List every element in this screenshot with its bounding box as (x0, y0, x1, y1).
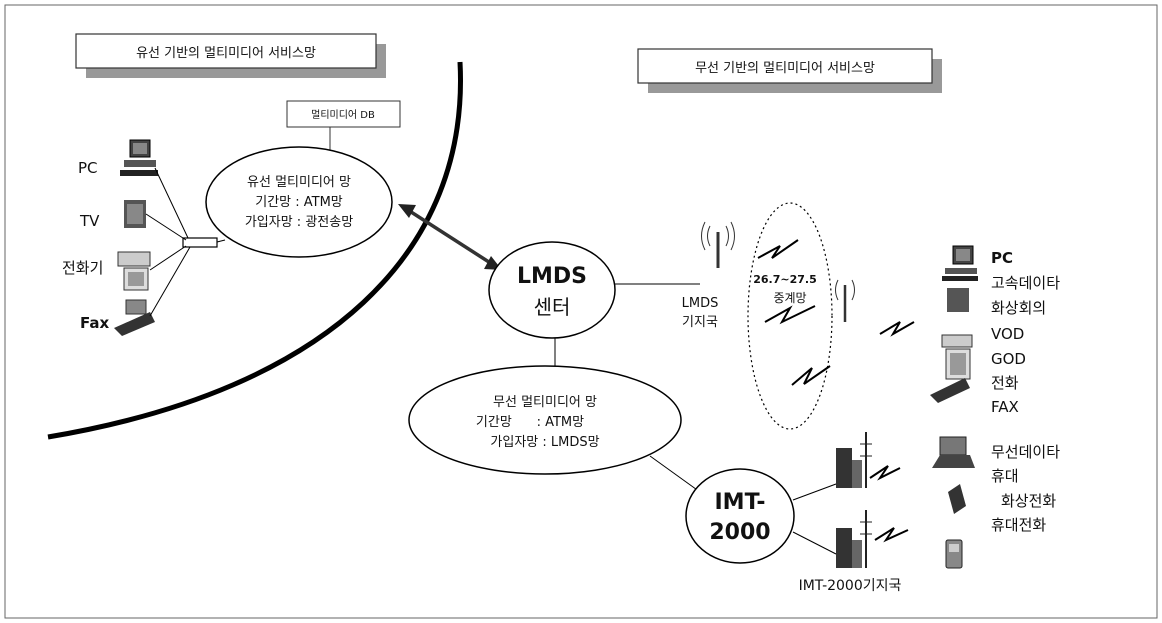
multimedia-db-label: 멀티미디어 DB (311, 108, 375, 121)
wired-device-links (145, 167, 226, 317)
wired-device-telephone: 전화기 (62, 259, 103, 277)
imt-to-tower2-link (792, 531, 837, 555)
pc-icon (120, 139, 158, 176)
cellphone-icon (945, 539, 963, 569)
right-pc-icon (942, 245, 978, 281)
lmds-base-line1: LMDS (682, 296, 719, 311)
wired-network-line1: 유선 멀티미디어 망 (247, 175, 351, 190)
service-pc: PC (991, 249, 1013, 267)
wired-network-line3: 가입자망 : 광전송망 (245, 215, 353, 230)
wireless-to-imt-link (649, 455, 701, 493)
bidirectional-arrow (398, 204, 502, 270)
diagram-frame (4, 4, 1158, 619)
wireless-network-ellipse (408, 365, 682, 475)
relay-zone-ellipse (747, 202, 833, 430)
wireless-title: 무선 기반의 멀티미디어 서비스망 (695, 61, 875, 76)
fax-icon (114, 299, 155, 336)
mobile-service-cellphone: 휴대전화 (991, 516, 1046, 534)
service-god: GOD (991, 350, 1026, 368)
imt-base-station-label: IMT-2000기지국 (799, 578, 902, 594)
relay-antenna-icon (835, 279, 855, 322)
service-phone: 전화 (991, 374, 1019, 392)
right-fax-icon (930, 378, 970, 403)
wired-network-line2: 기간망 : ATM망 (255, 195, 343, 210)
mobile-service-videophone: 화상전화 (1001, 492, 1056, 510)
wireless-link-bolts (757, 239, 915, 543)
lmds-center-line2: 센터 (534, 295, 571, 319)
relay-label: 중계망 (773, 291, 806, 305)
tv-icon (124, 200, 146, 228)
service-fax: FAX (991, 398, 1019, 416)
imt2000-line2: 2000 (709, 520, 770, 545)
imt-to-tower1-link (792, 483, 837, 501)
wireless-network-line1: 무선 멀티미디어 망 (493, 395, 597, 410)
laptop-icon (932, 436, 975, 468)
multimedia-db-box (286, 100, 401, 128)
imt2000-ellipse (685, 468, 795, 564)
lmds-base-line2: 기지국 (682, 315, 718, 330)
wired-wireless-boundary (47, 61, 463, 440)
wireless-network-line2: 기간망 : ATM망 (476, 415, 584, 430)
wired-device-pc: PC (78, 159, 98, 177)
hub-icon (182, 237, 218, 248)
service-videoconf: 화상회의 (991, 299, 1046, 317)
service-highspeed-data: 고속데이타 (991, 274, 1060, 292)
imt2000-line1: IMT- (715, 490, 766, 515)
mobile-videophone-icon (948, 484, 966, 514)
lmds-center-line1: LMDS (517, 264, 587, 289)
wireless-network-line3: 가입자망 : LMDS망 (490, 435, 599, 450)
relay-frequency: 26.7~27.5 (753, 273, 817, 286)
wired-device-tv: TV (79, 212, 100, 230)
wireless-title-box: 무선 기반의 멀티미디어 서비스망 (637, 48, 942, 93)
lmds-center-ellipse (488, 241, 616, 339)
imt-base-station-icon-2 (836, 510, 872, 568)
wired-title-box: 유선 기반의 멀티미디어 서비스망 (75, 33, 386, 78)
mobile-service-portable: 휴대 (991, 467, 1019, 485)
telephone-icon (117, 251, 151, 291)
mobile-service-wireless-data: 무선데이타 (991, 443, 1060, 461)
imt-base-station-icon-1 (836, 432, 872, 488)
service-vod: VOD (991, 325, 1024, 343)
right-server-icon (947, 288, 969, 312)
wired-device-fax: Fax (80, 314, 109, 332)
wired-title: 유선 기반의 멀티미디어 서비스망 (136, 46, 316, 61)
right-phone-icon (941, 334, 973, 380)
wired-network-ellipse (205, 146, 393, 258)
lmds-antenna-icon (701, 221, 735, 268)
